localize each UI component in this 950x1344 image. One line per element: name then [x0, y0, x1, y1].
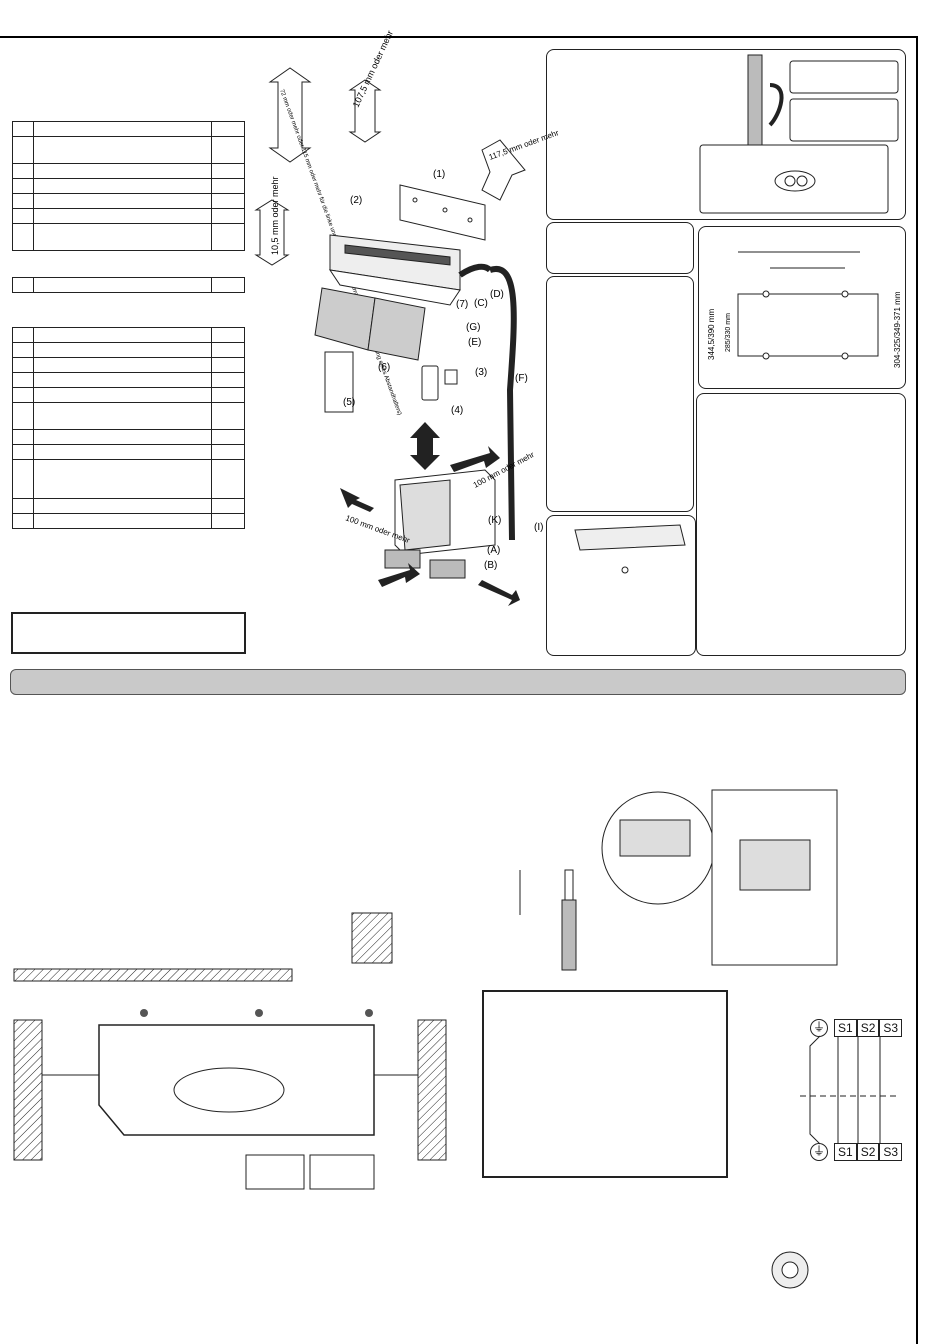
terminal-S2-bottom: S2 [856, 1143, 880, 1161]
terminal-S3-bottom: S3 [879, 1143, 903, 1161]
remote-controller [324, 351, 458, 413]
section-header-bar [10, 669, 906, 695]
pipe-bundle [489, 265, 517, 541]
callout-G: (G) [466, 322, 480, 333]
mounting-plate [399, 184, 486, 241]
wiring-note-box [482, 990, 728, 1178]
callout-4: (4) [451, 405, 463, 416]
panel-note-long [546, 276, 694, 512]
ground-icon: ⏚ [810, 1019, 828, 1037]
callout-D: (D) [490, 289, 504, 300]
callout-I: (I) [534, 522, 543, 533]
callout-F: (F) [515, 373, 528, 384]
panel-wall-pipe [546, 49, 906, 220]
terminal-S1-top: S1 [834, 1019, 857, 1037]
filters [314, 287, 426, 361]
terminal-block-illustration [601, 789, 838, 966]
page-frame [0, 36, 918, 1344]
terminal-S1-bottom: S1 [834, 1143, 857, 1161]
pipe-cross-section [771, 1251, 809, 1289]
installation-diagram: 107,5 mm oder mehr 72 mm oder mehr oder … [254, 29, 560, 606]
terminal-block-bottom: ⏚ S1 S2 S3 [810, 1143, 903, 1161]
callout-A: (A) [487, 545, 500, 556]
parts-table-outdoor [12, 327, 245, 529]
callout-1: (1) [433, 169, 445, 180]
left-clearance-label: 10,5 mm oder mehr [270, 176, 280, 255]
panel-hole-dimensions [698, 226, 906, 389]
outdoor-unit [384, 469, 496, 579]
callout-B: (B) [484, 560, 497, 571]
hole-height-label: 344,5/390 mm [707, 309, 716, 360]
parts-table-single [12, 277, 245, 293]
callout-6: (6) [378, 362, 390, 373]
callout-3: (3) [475, 367, 487, 378]
bottom-plate-detail [574, 524, 686, 574]
cable-strip-detail [519, 869, 577, 971]
panel-notes-right [696, 393, 906, 656]
note-box [11, 612, 246, 654]
hole-inner-height-label: 285/330 mm [725, 313, 732, 352]
hole-dimension-diagram: 344,5/390 mm 285/330 mm 304-325/349-371 … [707, 251, 902, 368]
mounting-plate-installation [13, 912, 447, 1190]
terminal-wires [800, 1035, 900, 1145]
hole-right-range-label: 304-325/349-371 mm [893, 291, 902, 368]
terminal-S3-top: S3 [879, 1019, 903, 1037]
wall-pipe-detail [699, 54, 899, 214]
panel-bottom-plate [546, 515, 696, 656]
panel-note-small [546, 222, 694, 274]
callout-5: (5) [343, 397, 355, 408]
ground-icon: ⏚ [810, 1143, 828, 1161]
callout-K: (K) [488, 515, 501, 526]
terminal-block-top: ⏚ S1 S2 S3 [810, 1019, 903, 1037]
callout-C: (C) [474, 298, 488, 309]
parts-table-indoor [12, 121, 245, 251]
callout-7: (7) [456, 299, 468, 310]
callout-2: (2) [350, 195, 362, 206]
terminal-S2-top: S2 [856, 1019, 880, 1037]
callout-E: (E) [468, 337, 481, 348]
indoor-unit [328, 234, 461, 306]
clearance-arrow-top [348, 79, 382, 143]
